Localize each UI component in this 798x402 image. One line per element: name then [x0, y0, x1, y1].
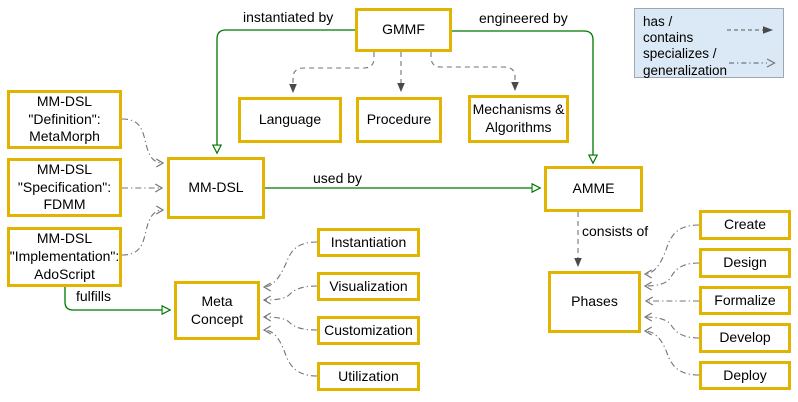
node-develop: Develop — [699, 323, 791, 353]
node-formalize: Formalize — [699, 286, 791, 315]
edge-label-engineered-by: engineered by — [479, 10, 568, 26]
dashed-arrow-icon — [727, 26, 773, 34]
edge-gmmf-has-language — [289, 52, 375, 93]
edge-definition-specializes-mmdsl — [121, 118, 165, 168]
node-phases: Phases — [548, 271, 641, 333]
legend: has / contains specializes / generalizat… — [634, 8, 784, 78]
dashdot-arrow-icon — [729, 58, 776, 68]
edge-label-fulfills: fulfills — [76, 288, 112, 304]
edge-implementation-fulfills-metaconcept — [64, 287, 170, 310]
node-mechanisms-algorithms: Mechanisms & Algorithms — [468, 95, 569, 143]
node-create: Create — [699, 210, 791, 240]
edge-customization-specializes-metaconcept — [262, 312, 318, 331]
node-mm-dsl-implementation: MM-DSL "Implementation": AdoScript — [7, 227, 122, 287]
node-mm-dsl: MM-DSL — [167, 157, 265, 219]
node-customization: Customization — [317, 316, 420, 345]
edge-design-specializes-phases — [643, 262, 700, 291]
edge-deploy-specializes-phases — [643, 326, 700, 376]
legend-row-specializes: specializes / generalization — [643, 46, 776, 78]
edge-label-used-by: used by — [313, 170, 363, 186]
legend-row-has-contains: has / contains — [643, 14, 775, 46]
edge-develop-specializes-phases — [643, 312, 700, 339]
edge-utilization-specializes-metaconcept — [262, 325, 318, 377]
node-meta-concept: Meta Concept — [174, 281, 260, 340]
legend-specializes-label: specializes / generalization — [643, 46, 728, 78]
node-amme: AMME — [544, 166, 643, 212]
legend-has-contains-label: has / contains — [643, 14, 694, 46]
edge-label-consists-of: consists of — [582, 223, 649, 239]
node-deploy: Deploy — [699, 361, 791, 390]
edge-label-instantiated-by: instantiated by — [243, 9, 334, 25]
node-mm-dsl-definition: MM-DSL "Definition": MetaMorph — [7, 90, 122, 149]
edge-instantiation-specializes-metaconcept — [262, 241, 318, 292]
node-gmmf: GMMF — [355, 8, 452, 52]
edge-gmmf-has-mechanisms — [430, 52, 519, 91]
node-language: Language — [238, 97, 342, 143]
edge-gmmf-engineered-by-amme — [452, 30, 593, 163]
node-procedure: Procedure — [356, 97, 442, 143]
node-visualization: Visualization — [317, 272, 420, 301]
node-instantiation: Instantiation — [317, 228, 420, 257]
node-mm-dsl-specification: MM-DSL "Specification": FDMM — [7, 158, 122, 217]
node-design: Design — [699, 248, 791, 278]
edge-visualization-specializes-metaconcept — [262, 285, 318, 305]
edge-gmmf-instantiated-by-mmdsl — [217, 29, 355, 153]
edge-create-specializes-phases — [643, 224, 700, 279]
edge-implementation-specializes-mmdsl — [121, 205, 165, 256]
node-utilization: Utilization — [317, 362, 420, 391]
